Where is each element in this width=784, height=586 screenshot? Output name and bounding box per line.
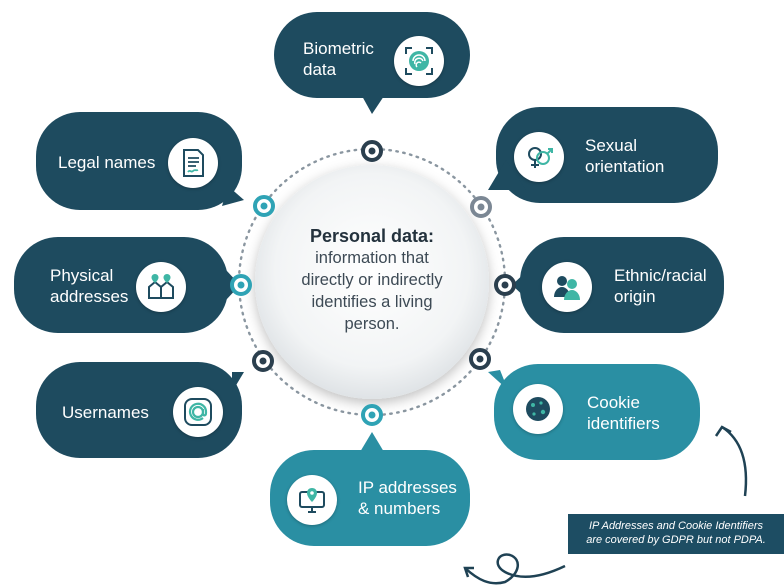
document-icon bbox=[168, 138, 218, 188]
bubble-label: Biometric data bbox=[303, 38, 374, 80]
label-line: IP addresses bbox=[358, 478, 457, 497]
label-line: Ethnic/racial bbox=[614, 266, 707, 285]
at-sign-icon bbox=[173, 387, 223, 437]
label-line: addresses bbox=[50, 287, 129, 306]
center-line: information that bbox=[315, 249, 429, 267]
bubble-physical-addresses: Physical addresses bbox=[50, 265, 128, 307]
label-line: data bbox=[303, 60, 337, 79]
note-arrow-loop-head bbox=[463, 566, 474, 578]
center-line: person. bbox=[344, 315, 400, 333]
note-line: IP Addresses and Cookie Identifiers bbox=[588, 520, 764, 532]
map-houses-icon bbox=[136, 262, 186, 312]
bubble-biometric: Biometric data bbox=[303, 38, 374, 80]
center-line: directly or indirectly bbox=[301, 271, 443, 289]
label-line: Legal names bbox=[58, 153, 156, 172]
note-arrow-loop bbox=[464, 553, 566, 585]
bubble-tail-legal bbox=[222, 186, 244, 206]
note-arrow-up-head bbox=[714, 425, 732, 437]
label-line: origin bbox=[614, 287, 656, 306]
label-line: Biometric bbox=[303, 39, 374, 58]
label-line: Cookie bbox=[587, 393, 640, 412]
center-title: Personal data: bbox=[309, 226, 435, 246]
note-arrow-up bbox=[721, 425, 748, 497]
center-definition: Personal data: information that directly… bbox=[268, 225, 476, 335]
center-disc bbox=[255, 165, 489, 399]
bubble-tail-biometric bbox=[362, 96, 384, 114]
bubble-ip-addresses: IP addresses & numbers bbox=[358, 477, 457, 519]
note-line: are covered by GDPR but not PDPA. bbox=[586, 534, 766, 546]
gender-symbols-icon bbox=[514, 132, 564, 182]
ring-node-dot-ip bbox=[368, 411, 376, 419]
people-icon bbox=[542, 262, 592, 312]
ring-node-dot-legal bbox=[260, 202, 268, 210]
bubble-label: IP addresses & numbers bbox=[358, 477, 457, 519]
label-line: Usernames bbox=[62, 403, 149, 422]
cookie-icon bbox=[513, 384, 563, 434]
ring-node-dot-usernames bbox=[259, 357, 267, 365]
computer-location-icon bbox=[287, 475, 337, 525]
ring-node-dot-ethnic bbox=[501, 281, 509, 289]
fingerprint-icon bbox=[394, 36, 444, 86]
bubble-shape-physical bbox=[14, 237, 228, 333]
bubble-tail-sexual bbox=[488, 160, 526, 190]
bubble-label: Cookie identifiers bbox=[587, 392, 660, 434]
bubble-label: Legal names bbox=[58, 152, 155, 173]
label-line: orientation bbox=[585, 157, 665, 176]
label-line: Sexual bbox=[585, 136, 637, 155]
ring-node-dot-biometric bbox=[368, 147, 376, 155]
gdpr-note: IP Addresses and Cookie Identifiers are … bbox=[568, 514, 784, 554]
label-line: & numbers bbox=[358, 499, 441, 518]
bubble-label: Usernames bbox=[62, 402, 149, 423]
ring-node-dot-sexual bbox=[477, 203, 485, 211]
bubble-tail-ethnic bbox=[512, 268, 530, 302]
bubble-label: Ethnic/racial origin bbox=[614, 265, 707, 307]
bubble-cookie-identifiers: Cookie identifiers bbox=[587, 392, 660, 434]
center-line: identifies a living bbox=[311, 293, 433, 311]
label-line: Physical bbox=[50, 266, 114, 285]
bubble-sexual-orientation: Sexual orientation bbox=[585, 135, 664, 177]
ring-node-dot-physical bbox=[237, 281, 245, 289]
bubble-usernames: Usernames bbox=[62, 402, 149, 423]
ring-node-dot-cookie bbox=[476, 355, 484, 363]
bubble-shape-sexual bbox=[496, 107, 718, 203]
bubble-tail-usernames bbox=[232, 372, 244, 392]
bubble-tail-ip bbox=[360, 432, 384, 452]
bubble-label: Physical addresses bbox=[50, 265, 128, 307]
bubble-label: Sexual orientation bbox=[585, 135, 664, 177]
bubble-tail-cookie bbox=[488, 370, 508, 390]
bubble-ethnic-origin: Ethnic/racial origin bbox=[614, 265, 707, 307]
label-line: identifiers bbox=[587, 414, 660, 433]
bubble-legal-names: Legal names bbox=[58, 152, 155, 173]
